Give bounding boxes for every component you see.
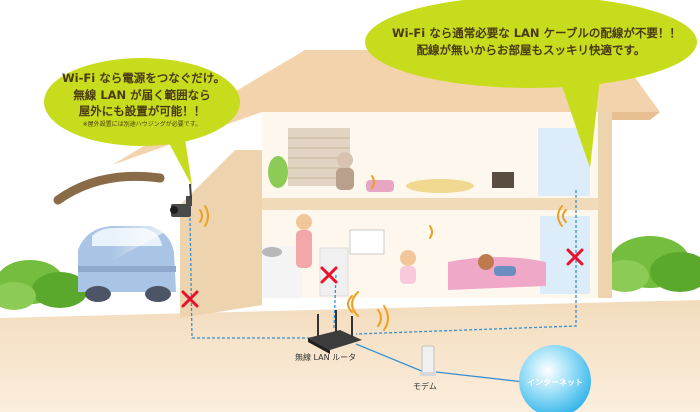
bubble-right-text: Wi-Fi なら通常必要な LAN ケーブルの配線が不要！！ 配線が無いからお部… xyxy=(392,25,681,58)
router-label: 無線 LAN ルータ xyxy=(295,353,357,362)
house-right-wall xyxy=(598,112,612,298)
camera-beam xyxy=(110,200,178,262)
bubble-left-text: Wi-Fi なら電源をつなぐだけ。 無線 LAN が届く範囲なら 屋外にも設置が… xyxy=(62,70,226,129)
cushions xyxy=(366,180,394,192)
bush-left xyxy=(0,260,88,310)
bubble-right-line1: Wi-Fi なら通常必要な LAN ケーブルの配線が不要！！ xyxy=(392,26,681,40)
modem-icon xyxy=(420,345,436,376)
bubble-left-line1: Wi-Fi なら電源をつなぐだけ。 xyxy=(62,71,226,85)
modem-internet-line xyxy=(435,371,525,383)
carport-arch xyxy=(53,171,165,205)
boy xyxy=(478,254,494,270)
grandmother xyxy=(337,152,353,168)
wireless-router-icon xyxy=(308,310,362,354)
bubble-left-line3: 屋外にも設置が可能！！ xyxy=(78,104,206,119)
speech-bubble-right xyxy=(365,0,697,168)
plant-upper xyxy=(268,156,288,188)
sleeping-child xyxy=(406,179,474,193)
speech-bubble-left xyxy=(44,58,240,186)
tv-lower xyxy=(349,229,385,255)
wifi-signal-icon xyxy=(199,175,567,331)
cross-mark-icon xyxy=(181,248,584,308)
router-modem-line xyxy=(355,343,425,373)
upper-floor xyxy=(262,198,612,210)
bush-right xyxy=(601,236,700,292)
mother xyxy=(296,214,312,230)
girl xyxy=(400,250,416,266)
bubble-left-note: ※屋外設置には別途ハウジングが必要です。 xyxy=(82,121,202,129)
tv-upper xyxy=(492,172,514,188)
window-upper-right xyxy=(538,128,590,196)
internet-label: インターネット xyxy=(527,378,583,387)
house-left-wall xyxy=(180,150,262,318)
network-camera-icon xyxy=(170,183,192,217)
internet-globe-icon xyxy=(519,345,591,412)
bubble-right-line2: 配線が無いからお部屋もスッキリ快適です。 xyxy=(416,42,646,57)
bubble-left-line2: 無線 LAN が届く範囲なら xyxy=(73,87,211,102)
pot xyxy=(262,247,282,257)
window-lower-right xyxy=(540,216,590,294)
modem-label: モデム xyxy=(413,382,437,391)
